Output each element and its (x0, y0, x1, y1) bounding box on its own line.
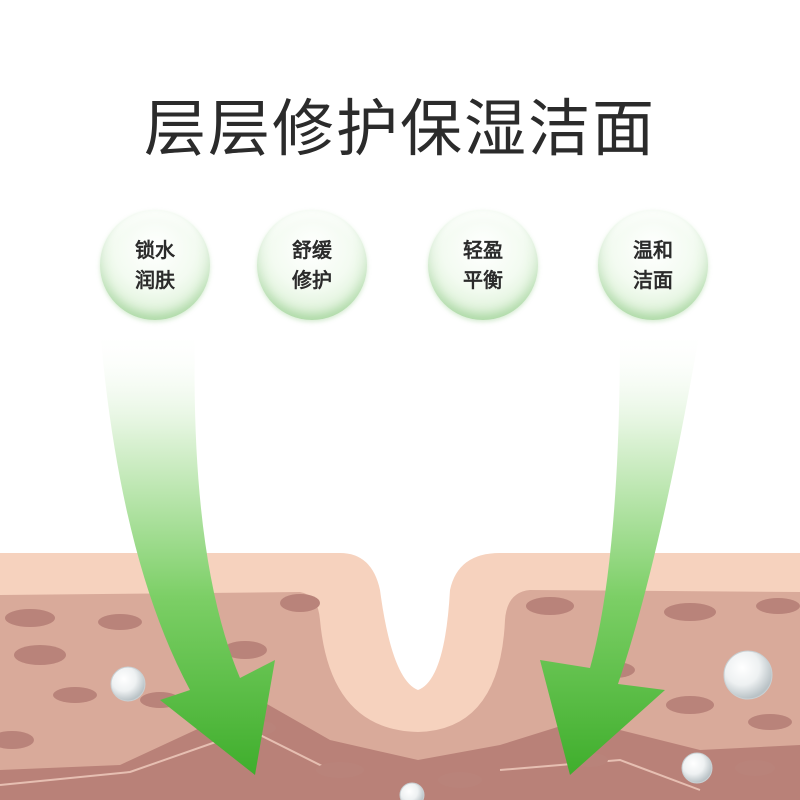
arrow-left (100, 330, 275, 775)
badge-line-2: 洁面 (633, 268, 673, 292)
badge-line-2: 润肤 (135, 268, 175, 292)
badge-line-1: 舒缓 (292, 238, 332, 262)
benefit-badge-moisturize: 锁水 润肤 (100, 210, 210, 320)
badge-line-1: 温和 (633, 238, 673, 262)
arrow-right (540, 330, 700, 775)
badge-line-2: 修护 (292, 268, 332, 292)
badge-line-1: 轻盈 (463, 238, 503, 262)
moisture-bubbles (110, 650, 773, 800)
badge-line-2: 平衡 (463, 268, 503, 292)
badge-line-1: 锁水 (135, 238, 175, 262)
benefit-badge-gentle-cleanse: 温和 洁面 (598, 210, 708, 320)
page-title: 层层修护保湿洁面 (143, 92, 656, 165)
benefit-badge-balance: 轻盈 平衡 (428, 210, 538, 320)
benefit-badge-soothe: 舒缓 修护 (257, 210, 367, 320)
